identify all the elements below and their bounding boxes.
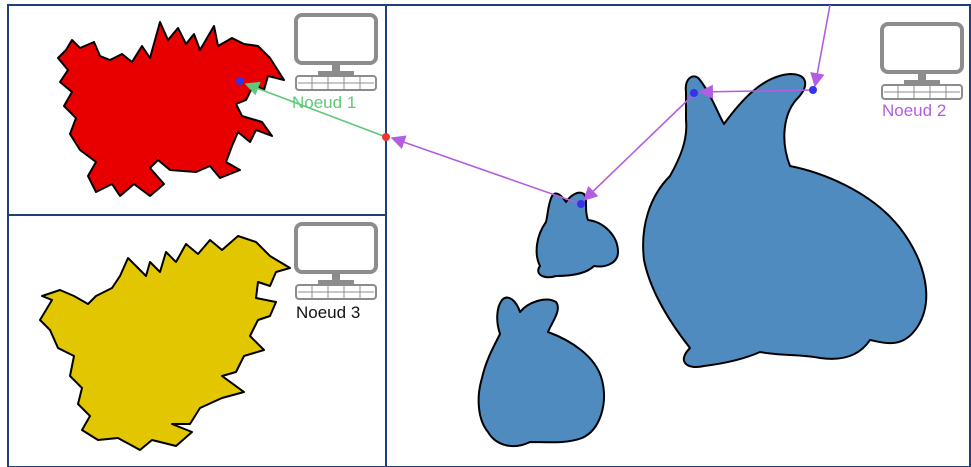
arrow-incoming-ray (810, 4, 831, 88)
arrow-ear-to-ear (698, 84, 813, 99)
large-bunny-shape (642, 73, 928, 368)
hit-point (690, 89, 698, 97)
node-1-label: Noeud 1 (292, 93, 356, 112)
boundary-point (382, 133, 390, 141)
node-2-panel (385, 4, 971, 467)
computer-icon (294, 222, 378, 300)
hit-point (577, 200, 585, 208)
arrow-to-red-dragon (244, 81, 387, 138)
yellow-dragon-shape (39, 235, 291, 451)
computer-icon (294, 13, 378, 91)
red-dragon-shape (57, 21, 285, 197)
arrow-to-boundary (390, 135, 579, 204)
hit-point (236, 77, 244, 85)
ray-arrows (244, 4, 831, 204)
hit-point (809, 86, 817, 94)
small-bunny-shape (535, 191, 619, 279)
node-3-label: Noeud 3 (296, 303, 360, 322)
medium-bunny-shape (477, 296, 605, 448)
computer-icon (880, 22, 964, 100)
panel-frames (7, 4, 971, 467)
node-2-label: Noeud 2 (882, 101, 946, 120)
arrow-to-small-bunny (582, 95, 693, 201)
ray-points (236, 77, 817, 208)
